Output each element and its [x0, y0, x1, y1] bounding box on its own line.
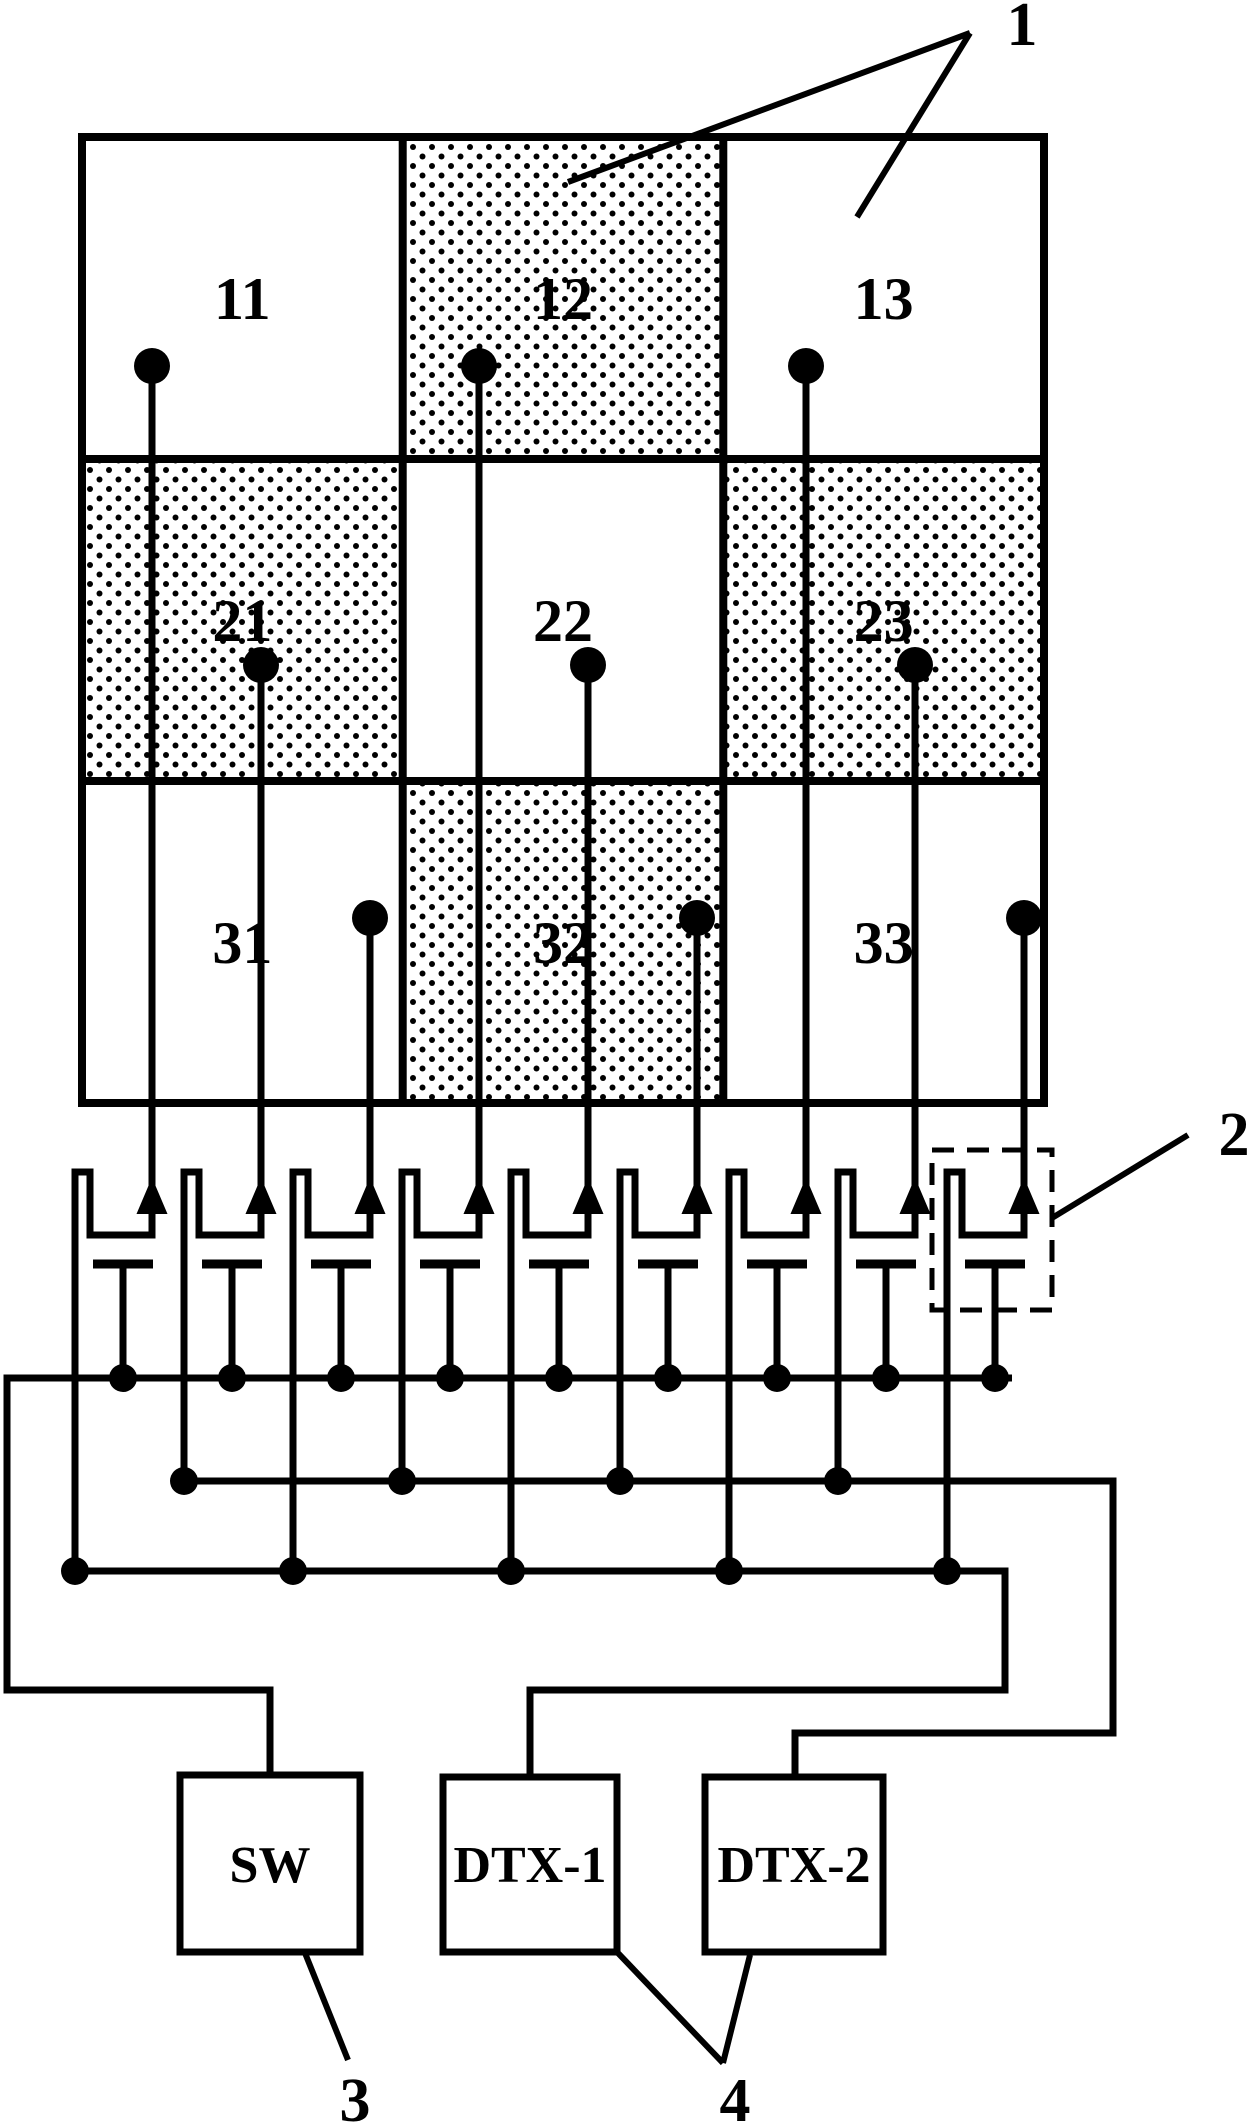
leader-1b: [854, 31, 973, 219]
antenna-cell-31: [82, 781, 403, 1103]
label-2: 2: [1219, 1101, 1250, 1169]
sw-box-label: SW: [230, 1837, 311, 1894]
connector-unit-7: [725, 1168, 822, 1571]
plug-arrow: [354, 1177, 386, 1214]
antenna-cell-21: [82, 459, 403, 781]
dtx1-box: [439, 1773, 621, 1956]
bus-white-cells-to-dtx1: [75, 1567, 1009, 1777]
socket-bus-junction-dot-3: [279, 1557, 307, 1585]
connector-row: [71, 1168, 1040, 1571]
bus-common-to-sw: [3, 1374, 1012, 1775]
socket-symbol: [180, 1168, 265, 1481]
bus-network: [3, 1374, 1117, 1777]
socket-bus-junction-dot-1: [61, 1557, 89, 1585]
antenna-cell-13: [723, 137, 1044, 459]
socket-bus-junction-dot-7: [715, 1557, 743, 1585]
connector-unit-9: [943, 1168, 1040, 1571]
socket-symbol: [507, 1168, 592, 1571]
label-4: 4: [720, 2067, 751, 2124]
cell-label-33: 33: [854, 910, 914, 976]
connector-unit-3: [289, 1168, 386, 1571]
dtx2-box: [701, 1773, 887, 1956]
connector-unit-6: [616, 1168, 713, 1481]
antenna-cell-11: [82, 137, 403, 459]
plug-arrow: [136, 1177, 168, 1214]
leader-1a: [566, 30, 972, 185]
antenna-cell-33: [723, 781, 1044, 1103]
plug-arrow: [463, 1177, 495, 1214]
connector-unit-1: [71, 1168, 168, 1571]
connector-unit-5: [507, 1168, 604, 1571]
bus-dotted-cells-to-dtx2: [184, 1477, 1117, 1777]
antenna-cell-22: [402, 459, 724, 781]
antenna-cell-12: [402, 137, 724, 459]
socket-symbol: [289, 1168, 374, 1571]
cell-label-21: 21: [212, 588, 272, 654]
plug-arrow: [790, 1177, 822, 1214]
socket-bus-junction-dot-6: [606, 1467, 634, 1495]
feed-wires: [134, 348, 1042, 1186]
antenna-cell-23: [723, 459, 1044, 781]
plug-arrow: [245, 1177, 277, 1214]
leader-2: [1050, 1132, 1190, 1221]
connector-unit-4: [398, 1168, 495, 1481]
connector-unit-2: [180, 1168, 277, 1481]
socket-symbol: [725, 1168, 810, 1571]
socket-bus-junction-dot-8: [824, 1467, 852, 1495]
leader-4a: [614, 1949, 726, 2066]
cell-label-11: 11: [214, 266, 271, 332]
dtx2-box-label: DTX-2: [717, 1837, 870, 1894]
socket-symbol: [71, 1168, 156, 1571]
dtx1-box-label: DTX-1: [453, 1837, 606, 1894]
socket-bus-junction-dot-2: [170, 1467, 198, 1495]
component-boxes: SW DTX-1 DTX-2: [176, 1771, 887, 1956]
plug-arrow: [899, 1177, 931, 1214]
cell-label-32: 32: [533, 910, 593, 976]
plug-arrow: [572, 1177, 604, 1214]
cell-label-22: 22: [533, 588, 593, 654]
bus-junction-dots: [61, 1467, 961, 1585]
plug-arrow: [1008, 1177, 1040, 1214]
socket-symbol: [834, 1168, 919, 1481]
label-3: 3: [340, 2067, 371, 2124]
socket-symbol: [398, 1168, 483, 1481]
leader-4b: [720, 1954, 753, 2064]
antenna-grid-frame: [78, 133, 1048, 1107]
socket-bus-junction-dot-5: [497, 1557, 525, 1585]
annotations: 1 2 3 4: [302, 0, 1250, 2124]
socket-bus-junction-dot-4: [388, 1467, 416, 1495]
sw-box: [176, 1771, 364, 1956]
grid-outer-border: [78, 133, 1048, 1107]
socket-symbol: [616, 1168, 701, 1481]
cell-label-12: 12: [533, 266, 593, 332]
cell-label-13: 13: [854, 266, 914, 332]
socket-bus-junction-dot-9: [933, 1557, 961, 1585]
label-1: 1: [1007, 0, 1038, 59]
socket-symbol: [943, 1168, 1028, 1571]
cell-label-23: 23: [854, 588, 914, 654]
antenna-cell-32: [402, 781, 724, 1103]
plug-arrow: [681, 1177, 713, 1214]
leader-3: [302, 1951, 351, 2062]
connector-unit-8: [834, 1168, 931, 1481]
